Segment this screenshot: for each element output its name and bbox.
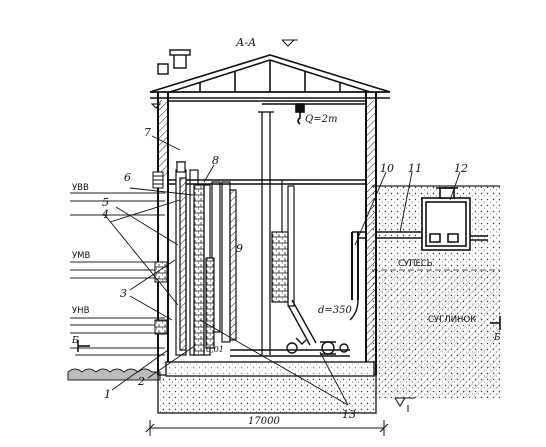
callout-3: 3 — [120, 287, 127, 300]
right-wall-fill — [366, 100, 376, 362]
callout-13: 13 — [342, 408, 356, 421]
pipe-diameter-label: d=350 — [318, 305, 353, 316]
valve-chamber — [421, 187, 488, 251]
section-cut-marks — [77, 316, 501, 352]
callout-4: 4 — [101, 208, 109, 221]
grating — [152, 171, 168, 335]
soil-lower-label: СУГЛИНОК — [428, 315, 476, 325]
section-title: А-А — [235, 36, 256, 49]
section-mark-left: Б — [71, 336, 79, 346]
low-water-level-label: УНВ — [72, 306, 90, 316]
inlet-elevation-label: 0,01 — [206, 345, 224, 354]
callout-10: 10 — [380, 162, 394, 175]
foundation — [157, 361, 377, 414]
riverbed — [67, 368, 161, 381]
crane-beam — [168, 100, 366, 125]
soil-upper-label: СУПЕСЬ — [398, 259, 433, 269]
callout-11: 11 — [408, 162, 422, 175]
callout-5: 5 — [102, 196, 109, 209]
callout-6: 6 — [124, 171, 131, 184]
callout-12: 12 — [454, 162, 468, 175]
leader-lines — [103, 135, 461, 406]
callout-1: 1 — [104, 388, 111, 401]
callout-8: 8 — [212, 154, 219, 167]
mean-water-level-label: УМВ — [72, 251, 91, 261]
overall-width-dimension: 17000 — [248, 416, 280, 427]
intake-wells — [175, 161, 237, 356]
roof — [149, 54, 391, 99]
level-markers — [150, 39, 415, 412]
section-mark-right: Б — [493, 333, 501, 343]
callout-2: 2 — [137, 375, 145, 388]
service-floor — [168, 179, 366, 185]
overall-dimension-line — [145, 420, 389, 436]
callout-9: 9 — [236, 242, 243, 255]
left-wall-fill — [158, 100, 168, 180]
water-body — [70, 192, 165, 356]
high-water-level-label: УВВ — [72, 183, 89, 193]
interior-column — [258, 111, 274, 355]
pump-shaft — [271, 180, 320, 307]
building-walls — [157, 90, 377, 375]
crane-capacity-label: Q=2т — [305, 114, 337, 125]
callout-7: 7 — [144, 126, 151, 139]
roof-vent — [157, 49, 191, 75]
pipeline — [230, 231, 430, 357]
